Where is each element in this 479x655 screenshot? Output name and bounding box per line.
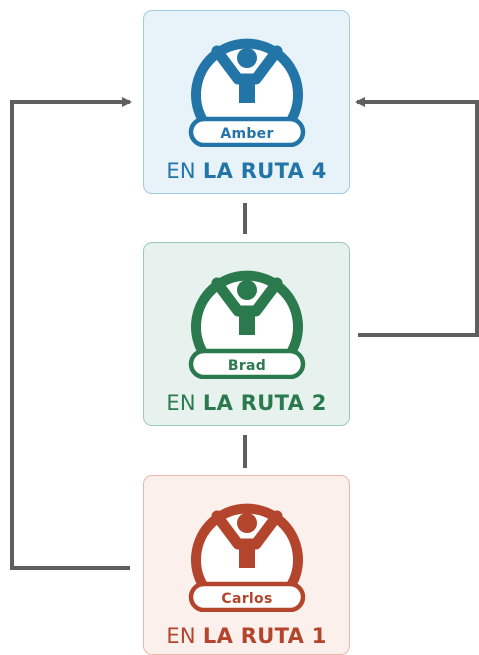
person-arms-up-icon: [188, 503, 306, 612]
person-name-carlos: Carlos: [221, 591, 273, 607]
badge-brad: Brad: [184, 253, 310, 379]
badge-amber: Amber: [184, 21, 310, 147]
route-card-carlos: Carlos EN LA RUTA 1: [143, 475, 350, 655]
badge-carlos: Carlos: [184, 486, 310, 612]
route-label-amber: EN LA RUTA 4: [166, 159, 327, 183]
route-card-amber: Amber EN LA RUTA 4: [143, 10, 350, 194]
person-name-brad: Brad: [227, 358, 267, 374]
person-arms-up-icon: [188, 38, 306, 147]
person-name-amber: Amber: [220, 126, 274, 142]
route-card-brad: Brad EN LA RUTA 2: [143, 242, 350, 426]
arrow-brad-to-amber: [355, 97, 479, 337]
arrow-carlos-to-amber: [10, 97, 132, 570]
route-label-carlos: EN LA RUTA 1: [166, 624, 327, 648]
person-arms-up-icon: [188, 270, 306, 379]
route-label-brad: EN LA RUTA 2: [166, 391, 327, 415]
